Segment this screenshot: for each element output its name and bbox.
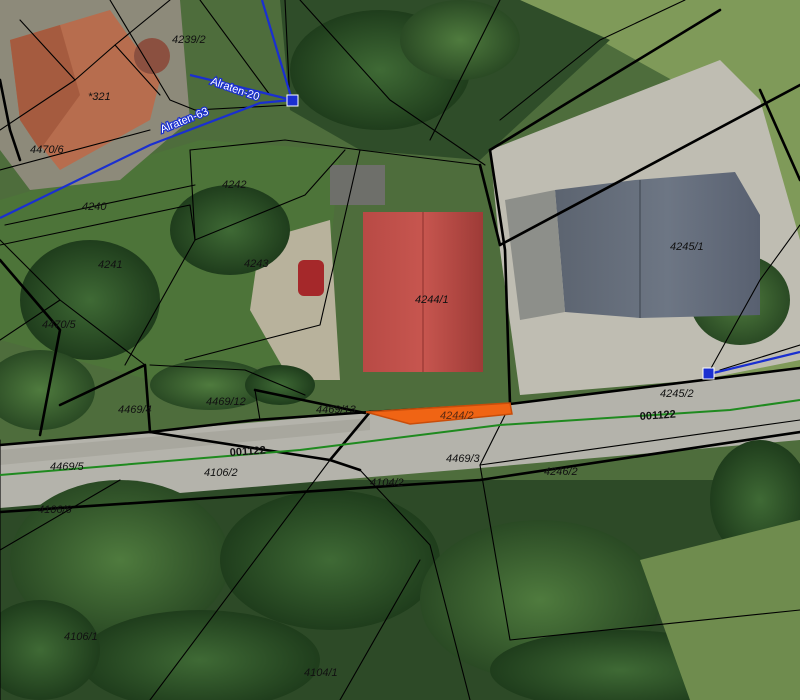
parcel-label: 4469/13 bbox=[316, 404, 357, 416]
road-axis-line bbox=[0, 399, 800, 476]
parcel-label: 4469/3 bbox=[446, 453, 481, 465]
road-label-west: 001122 bbox=[229, 445, 266, 459]
parcel-label: 4241 bbox=[98, 259, 122, 271]
parcel-label: 4106/1 bbox=[64, 631, 98, 643]
pipelines bbox=[0, 0, 800, 376]
parcel-label: 4242 bbox=[222, 179, 246, 191]
parcel-label: 4246/2 bbox=[544, 466, 578, 478]
pipeline-node-east[interactable] bbox=[702, 367, 715, 380]
parcel-labels: 4239/2 *321 4470/6 4240 4242 4241 4243 4… bbox=[30, 34, 704, 679]
pipeline-alraten-20[interactable] bbox=[189, 73, 293, 102]
parcel-label: 4104/1 bbox=[304, 667, 338, 679]
parcel-label: 4243 bbox=[244, 258, 269, 270]
highlighted-parcel-4244-2[interactable] bbox=[365, 402, 513, 425]
parcel-label: 4106/2 bbox=[204, 467, 238, 479]
parcel-label: 4240 bbox=[82, 201, 107, 213]
pipeline-branch-north[interactable] bbox=[260, 0, 294, 101]
parcel-label: 4106/6 bbox=[38, 504, 73, 516]
parcel-label: 4470/5 bbox=[42, 319, 77, 331]
parcel-label: 4469/12 bbox=[206, 396, 246, 408]
parcel-label: 4245/2 bbox=[660, 388, 694, 400]
parcel-label: 4239/2 bbox=[172, 34, 206, 46]
road-labels: 001122 001122 bbox=[229, 409, 676, 459]
pipeline-alraten-63[interactable] bbox=[0, 98, 293, 219]
pipeline-node-west[interactable] bbox=[286, 94, 299, 107]
pipeline-east[interactable] bbox=[708, 350, 800, 376]
parcel-label: *321 bbox=[88, 91, 111, 103]
parcel-label: 4244/2 bbox=[440, 410, 474, 422]
parcel-label: 4244/1 bbox=[415, 294, 449, 306]
parcel-label: 4469/4 bbox=[118, 404, 152, 416]
parcel-label: 4104/2 bbox=[370, 477, 404, 489]
parcel-label: 4245/1 bbox=[670, 241, 704, 253]
parcel-label: 4469/5 bbox=[50, 461, 85, 473]
road-label-east: 001122 bbox=[639, 409, 676, 423]
parcel-label: 4470/6 bbox=[30, 144, 65, 156]
